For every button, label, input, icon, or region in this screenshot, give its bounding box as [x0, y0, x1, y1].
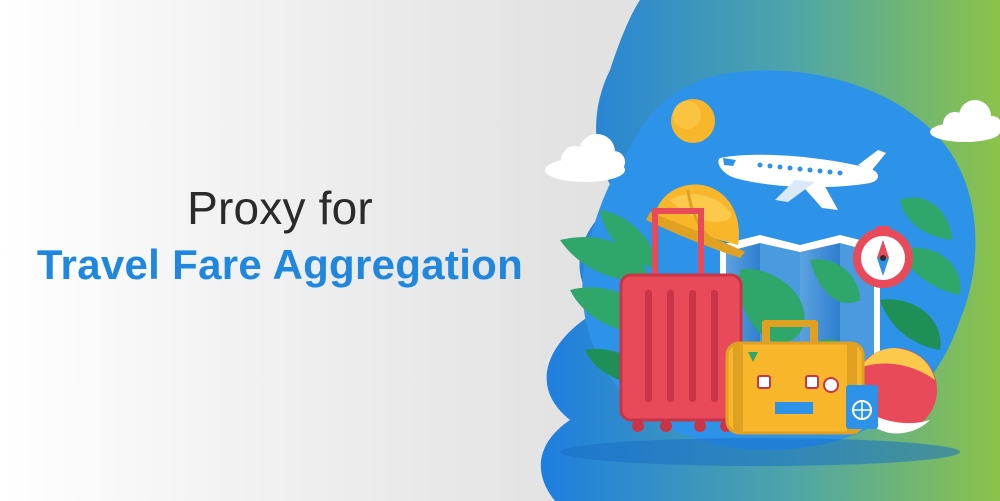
- title-line-1: Proxy for: [187, 182, 373, 234]
- palm-leaf-icon: [880, 197, 961, 350]
- compass-icon: [853, 226, 913, 288]
- ground-shadow: [560, 438, 960, 466]
- banner-heading: Proxy for Travel Fare Aggregation: [0, 180, 560, 294]
- red-suitcase-icon: [619, 208, 743, 432]
- cloud-icon: [930, 100, 1000, 142]
- title-line-2: Travel Fare Aggregation: [36, 241, 524, 288]
- airplane-icon: [718, 150, 886, 210]
- sun-hat-icon: [646, 184, 745, 258]
- passport-icon: [846, 385, 878, 429]
- cloud-icon: [545, 134, 625, 182]
